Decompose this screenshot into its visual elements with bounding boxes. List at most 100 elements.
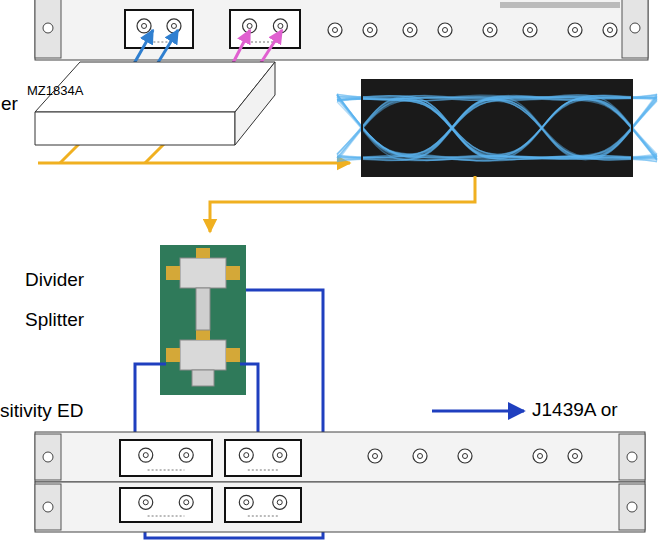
eye-trace	[337, 97, 657, 161]
connector	[603, 23, 617, 37]
connector-pin	[184, 500, 189, 505]
splitter-port	[226, 266, 240, 280]
connector-pin	[443, 28, 448, 33]
connector-pin	[142, 23, 147, 28]
connector-pin	[573, 28, 578, 33]
connector-pin	[333, 28, 338, 33]
device-label: sitivity ED	[0, 401, 83, 422]
eye-trace	[337, 95, 657, 158]
connector-pin	[143, 453, 148, 458]
connector-pin	[247, 23, 252, 28]
connector	[139, 495, 153, 509]
port-mark	[148, 470, 185, 471]
connector	[179, 448, 193, 462]
connector	[438, 23, 452, 37]
connector-pin	[418, 454, 423, 459]
eye-trace	[337, 95, 657, 156]
splitter-port	[166, 348, 180, 362]
connector-pin	[277, 500, 282, 505]
divider-photo	[160, 245, 246, 395]
connector	[139, 448, 153, 462]
connector-pin	[171, 23, 176, 28]
part-label: Splitter	[25, 310, 84, 331]
box-side	[235, 62, 275, 145]
splitter-body	[180, 258, 226, 288]
yellow-cable	[210, 176, 475, 232]
rack-ear	[35, 484, 61, 530]
connector	[533, 449, 547, 463]
photo-ground	[160, 245, 246, 395]
panel-body	[35, 432, 645, 482]
instrument-panel	[35, 482, 645, 532]
connector-pin	[608, 28, 613, 33]
cropped-label: er	[1, 94, 18, 115]
port-window	[120, 440, 212, 476]
connector-pin	[368, 28, 373, 33]
connector-pin	[373, 454, 378, 459]
port-window	[120, 488, 212, 522]
rack-ear	[622, 0, 648, 58]
splitter-port	[196, 248, 210, 258]
splitter-port	[166, 266, 180, 280]
rack-screw	[43, 23, 53, 33]
connector-pin	[538, 454, 543, 459]
rack-screw	[627, 502, 637, 512]
eye-frame	[362, 80, 632, 176]
brand-strip	[500, 2, 620, 8]
adapter	[196, 288, 210, 330]
connector	[483, 23, 497, 37]
connector-pin	[408, 28, 413, 33]
eye-trace	[337, 95, 657, 160]
eye-trace	[337, 98, 657, 161]
port-mark	[248, 470, 278, 471]
blue-arrow	[432, 410, 524, 413]
connector-pin	[184, 453, 189, 458]
eye-trace	[337, 94, 657, 155]
eye-trace	[337, 95, 657, 161]
port-mark	[145, 42, 172, 43]
device-name: MZ1834A	[27, 83, 83, 98]
connector-pin	[463, 454, 468, 459]
rack-screw	[43, 452, 53, 462]
connector	[239, 448, 253, 462]
rack-ear	[619, 484, 645, 530]
connector	[137, 19, 151, 33]
splitter-port	[196, 330, 210, 340]
eye-trace	[337, 95, 657, 157]
connector	[328, 23, 342, 37]
connector-pin	[244, 453, 249, 458]
eye-diagram	[337, 80, 657, 176]
connector	[403, 23, 417, 37]
connector	[568, 449, 582, 463]
connector-pin	[488, 28, 493, 33]
connector	[239, 495, 253, 509]
connector-pin	[278, 23, 283, 28]
port-mark	[248, 516, 278, 517]
panel-body	[35, 482, 645, 532]
panel-body	[35, 0, 648, 60]
connector	[568, 23, 582, 37]
yellow-cable	[145, 143, 165, 163]
connector	[179, 495, 193, 509]
eye-trace	[337, 98, 657, 161]
port-window	[125, 10, 193, 48]
splitter-body	[180, 340, 226, 370]
connector-pin	[143, 500, 148, 505]
box-front	[35, 112, 235, 145]
rack-ear	[35, 434, 61, 480]
eye-trace	[337, 99, 657, 162]
part-label: Divider	[25, 270, 84, 291]
connector	[458, 449, 472, 463]
device-box: MZ1834A	[35, 62, 275, 145]
eye-screen	[362, 80, 632, 176]
connector	[523, 23, 537, 37]
device-label: J1439A or	[532, 400, 618, 421]
rack-ear	[35, 0, 61, 58]
adapter	[192, 370, 214, 386]
connector	[368, 449, 382, 463]
instrument-panel	[35, 0, 648, 60]
connector	[273, 495, 287, 509]
instrument-panel	[35, 432, 645, 482]
rack-ear	[619, 434, 645, 480]
